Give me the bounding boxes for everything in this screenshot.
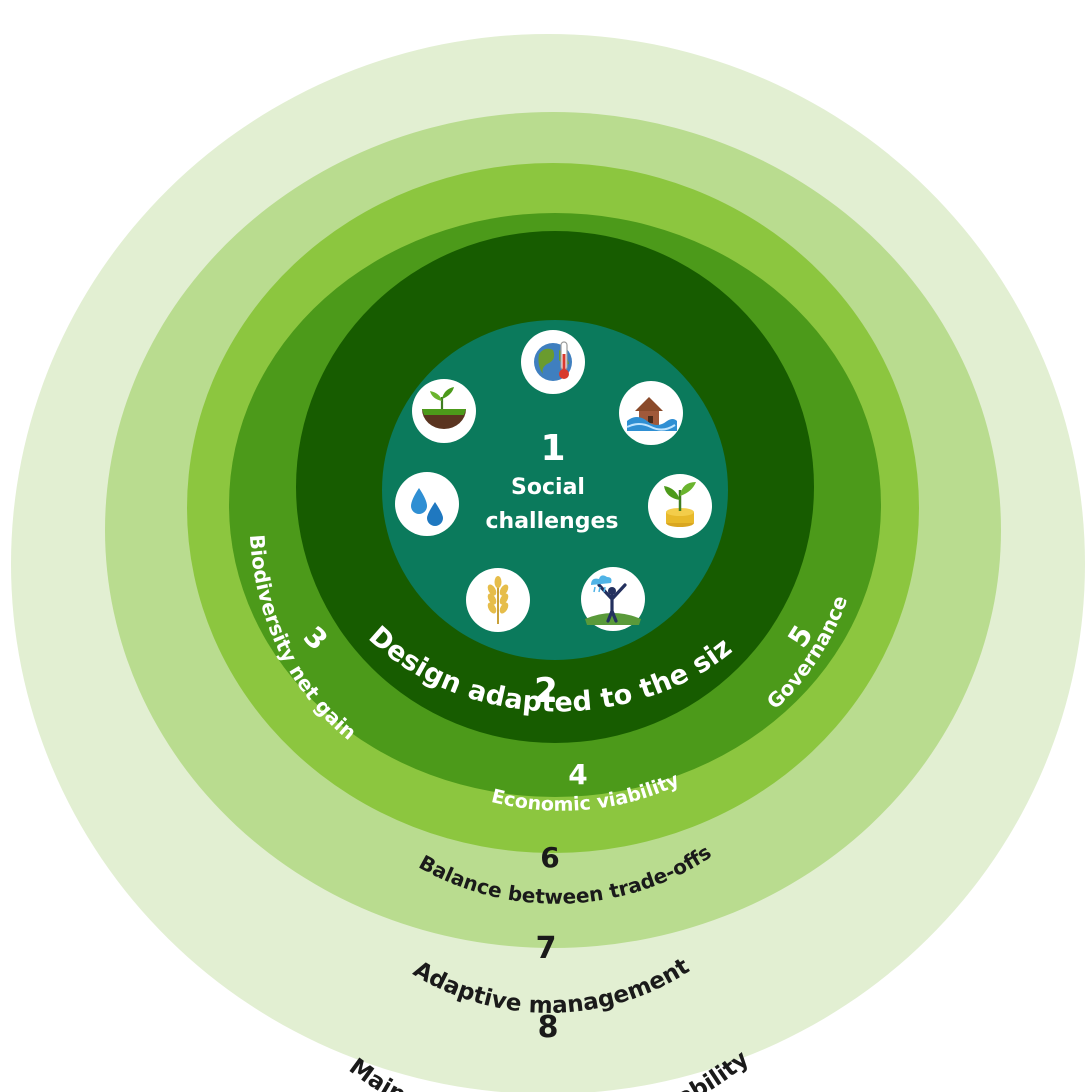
wheat-icon (466, 568, 530, 632)
ring-7-number: 7 (536, 931, 557, 966)
ring-6-number: 6 (540, 841, 559, 874)
person-cloud-icon (581, 567, 645, 631)
ring-2-number: 2 (534, 671, 558, 711)
ring-1-label-line-2: challenges (486, 509, 619, 534)
soil-sprout-icon (412, 379, 476, 443)
ring-4-number: 4 (568, 758, 587, 791)
flood-house-icon (619, 381, 683, 445)
plant-coins-icon (648, 474, 712, 538)
ring-1-label-line-1: Social (511, 475, 585, 500)
climate-thermometer-icon (521, 330, 585, 394)
ring-8-number: 8 (538, 1010, 559, 1045)
water-drops-icon (395, 472, 459, 536)
ring-1-number: 1 (540, 428, 565, 469)
